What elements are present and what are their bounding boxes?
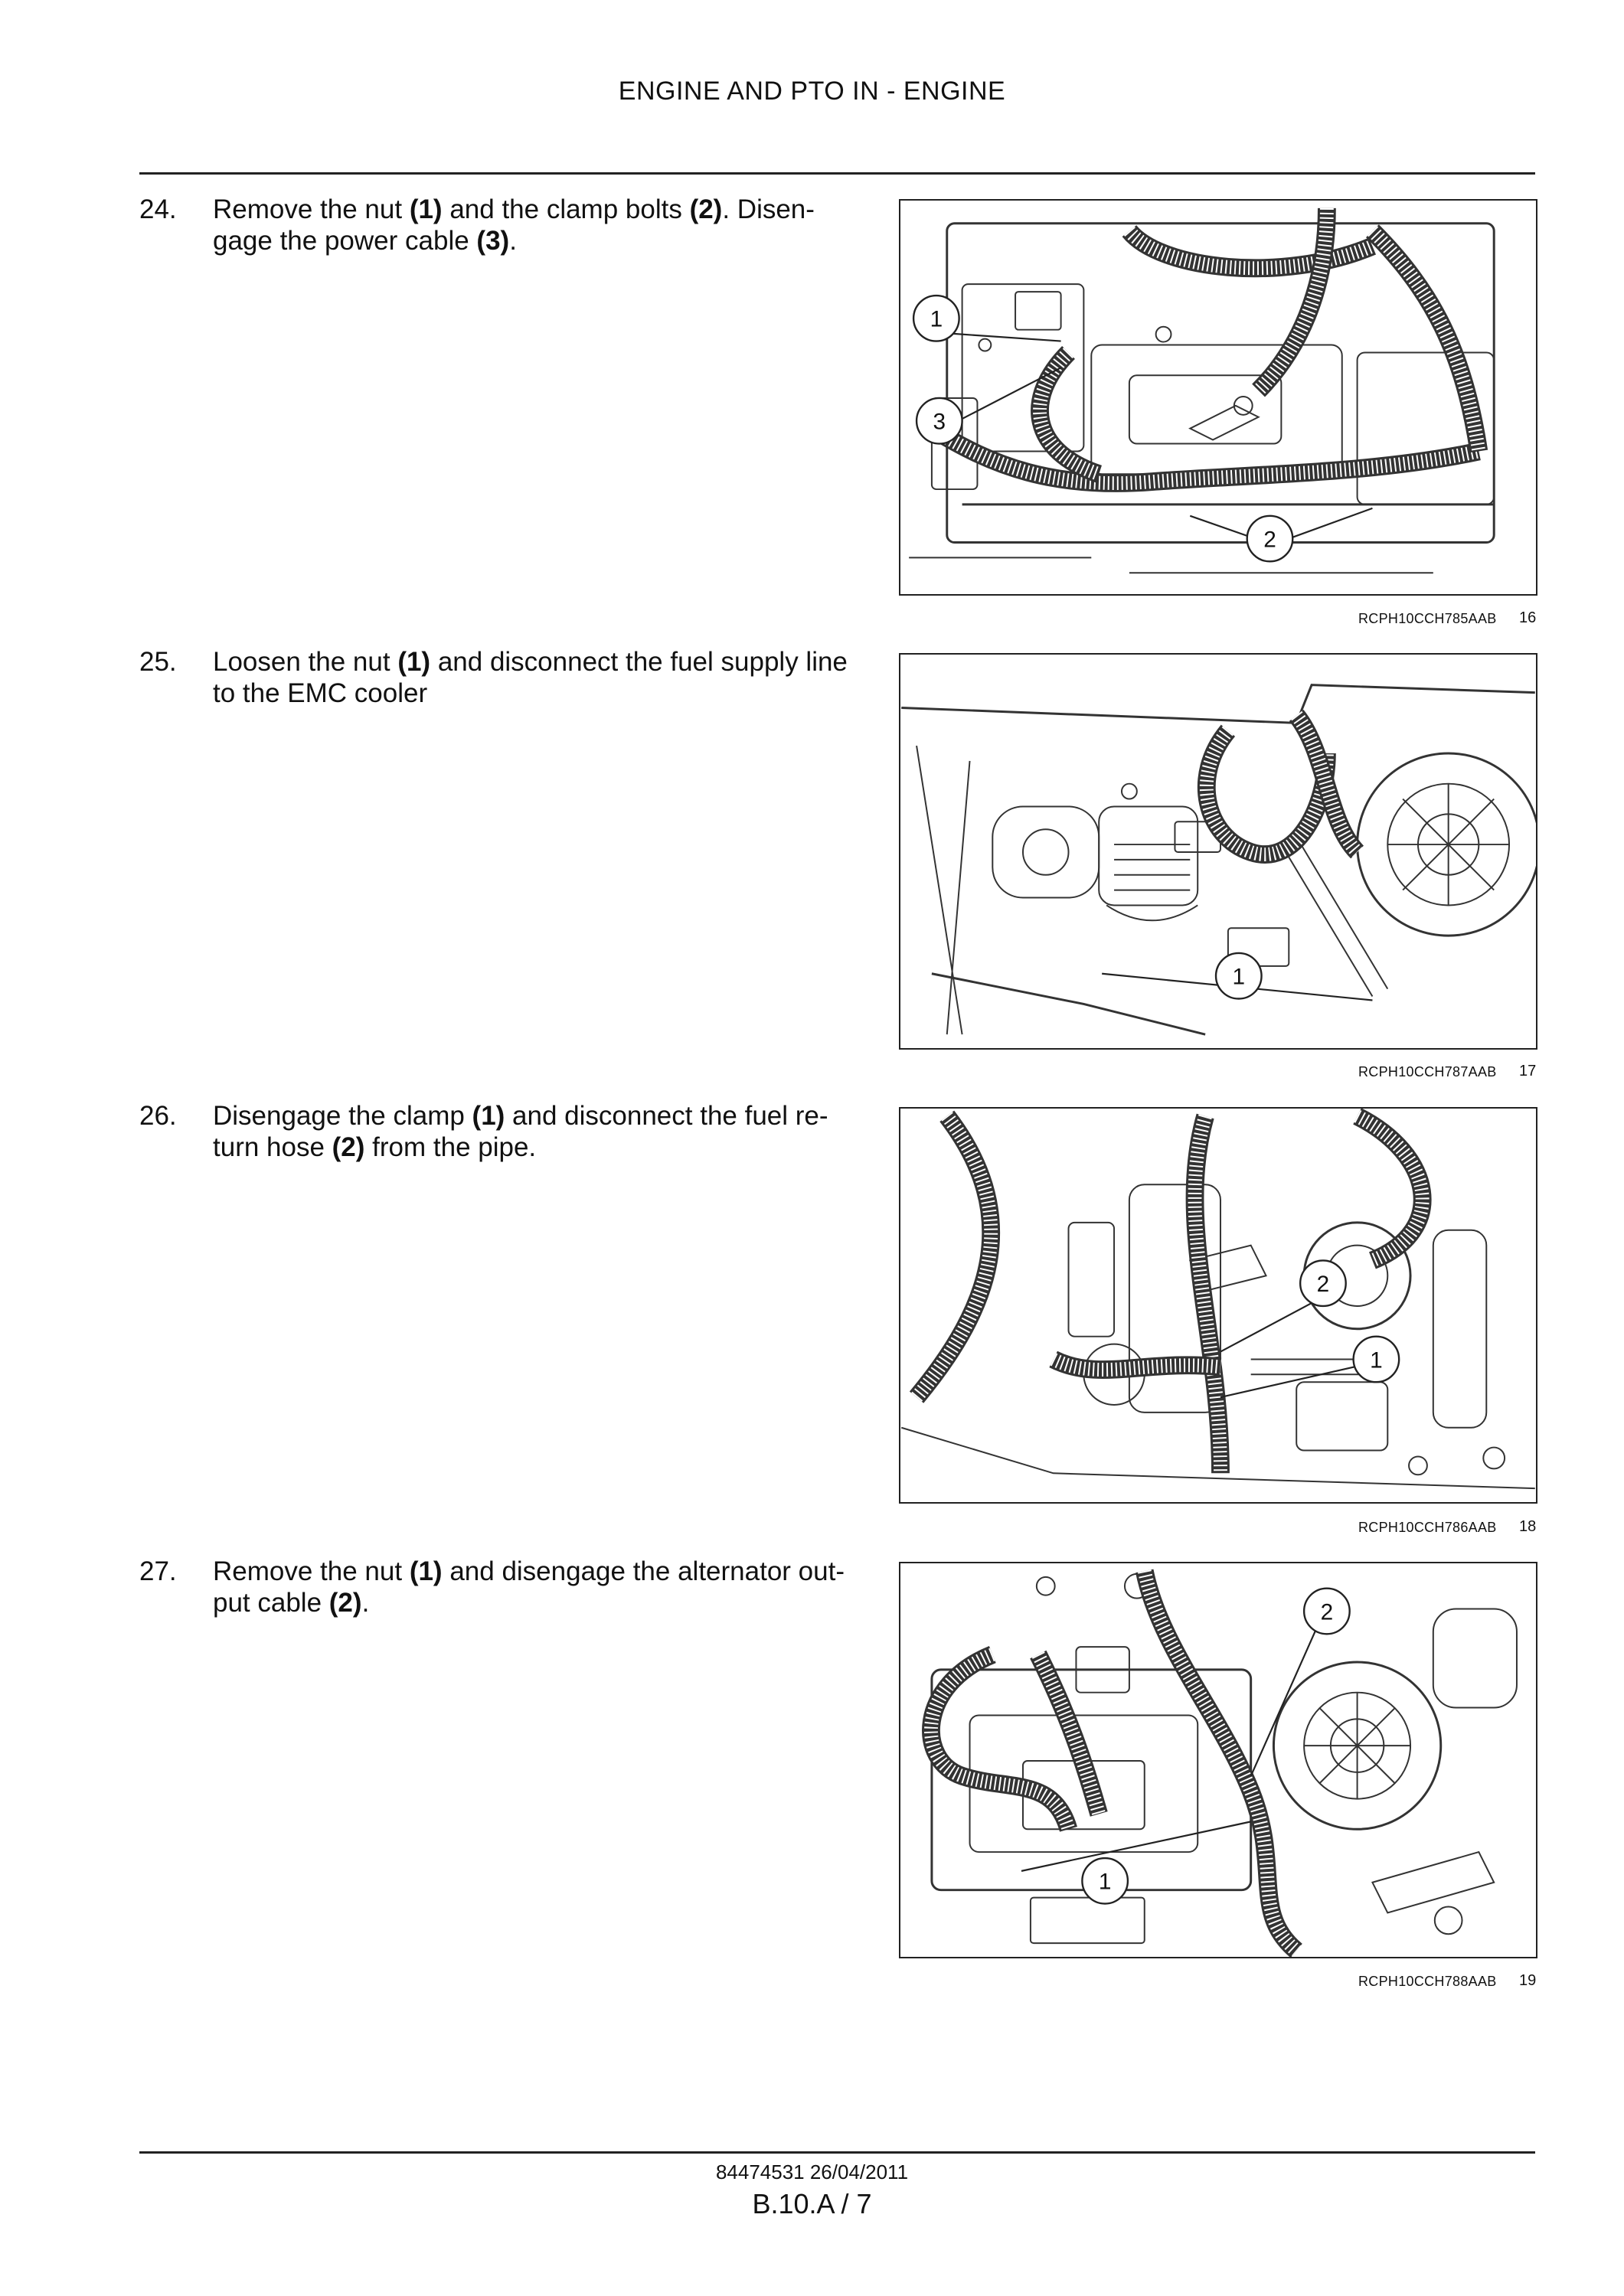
callout-2: 2 <box>1246 514 1294 563</box>
engine-illustration-18: 2 1 <box>900 1109 1535 1490</box>
step-text: Loosen the nut (1) and disconnect the fu… <box>213 647 848 708</box>
engine-illustration-16: 1 3 2 <box>909 207 1495 574</box>
step-text: Remove the nut (1) and disengage the alt… <box>213 1556 845 1618</box>
figure-18: 2 1 <box>899 1107 1537 1504</box>
figure-code: RCPH10CCH787AAB <box>1358 1064 1497 1079</box>
callout-2: 2 <box>1302 1587 1351 1635</box>
page-header: ENGINE AND PTO IN - ENGINE <box>618 77 1006 106</box>
header-rule <box>139 172 1535 175</box>
figure-code: RCPH10CCH785AAB <box>1358 611 1497 626</box>
figure-number: 19 <box>1519 1972 1537 1989</box>
step-text: Remove the nut (1) and the clamp bolts (… <box>213 194 815 256</box>
svg-text:2: 2 <box>1317 1272 1330 1297</box>
figure-number: 16 <box>1519 609 1537 626</box>
svg-text:1: 1 <box>1099 1870 1112 1895</box>
callout-1: 1 <box>912 294 960 342</box>
svg-text:3: 3 <box>933 410 946 435</box>
footer-page-number: B.10.A / 7 <box>752 2188 872 2219</box>
figure-code: RCPH10CCH786AAB <box>1358 1520 1497 1535</box>
svg-text:2: 2 <box>1321 1599 1334 1625</box>
figure-number: 17 <box>1519 1063 1537 1079</box>
callout-3: 3 <box>915 397 963 445</box>
figure-code: RCPH10CCH788AAB <box>1358 1974 1497 1989</box>
figure-19: 2 1 <box>899 1562 1537 1958</box>
svg-text:1: 1 <box>930 307 943 332</box>
step-text: Disengage the clamp (1) and disconnect t… <box>213 1101 828 1162</box>
footer-rule <box>139 2151 1535 2154</box>
callout-1: 1 <box>1352 1335 1400 1383</box>
step-number: 26. <box>139 1101 177 1131</box>
figure-number: 18 <box>1519 1518 1537 1535</box>
callout-2: 2 <box>1299 1259 1347 1308</box>
figure-17: 1 <box>899 653 1537 1050</box>
engine-illustration-17: 1 <box>901 684 1536 1036</box>
engine-illustration-19: 2 1 <box>922 1569 1518 1957</box>
step-number: 25. <box>139 647 177 677</box>
svg-text:1: 1 <box>1233 965 1246 990</box>
svg-text:2: 2 <box>1263 527 1276 552</box>
figure-16: 1 3 2 <box>899 199 1537 596</box>
callout-1: 1 <box>1214 952 1263 1000</box>
step-number: 27. <box>139 1556 177 1586</box>
svg-text:1: 1 <box>1370 1347 1383 1373</box>
footer-document-id: 84474531 26/04/2011 <box>715 2160 909 2183</box>
callout-1: 1 <box>1081 1857 1129 1905</box>
step-number: 24. <box>139 194 177 224</box>
